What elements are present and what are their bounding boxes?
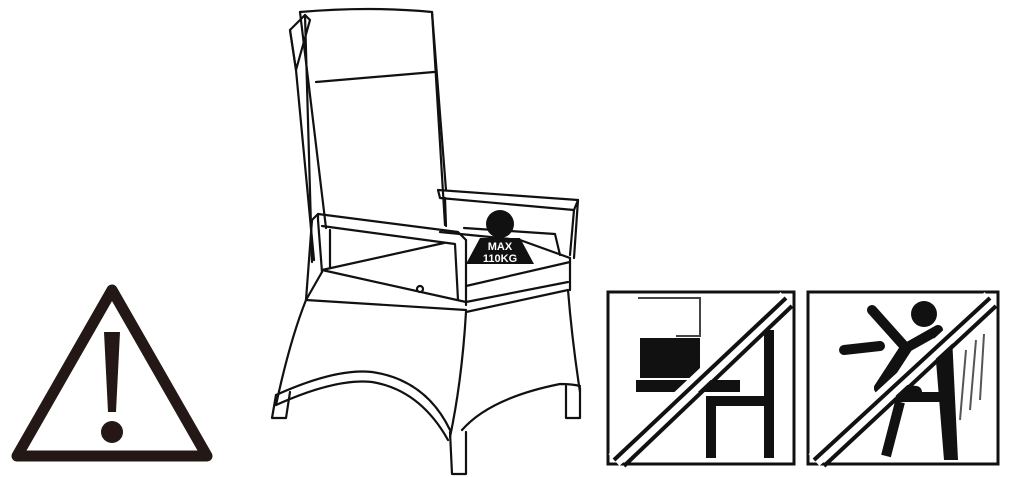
recliner-chair-drawing xyxy=(270,7,582,476)
warning-triangle-icon xyxy=(11,284,213,462)
max-weight-line2: 110KG xyxy=(483,253,517,265)
max-weight-badge: MAX 110KG xyxy=(466,210,534,265)
no-standing-on-chair-icon xyxy=(606,290,796,468)
max-weight-line1: MAX xyxy=(488,241,513,253)
no-tipping-chair-icon xyxy=(806,290,1000,468)
